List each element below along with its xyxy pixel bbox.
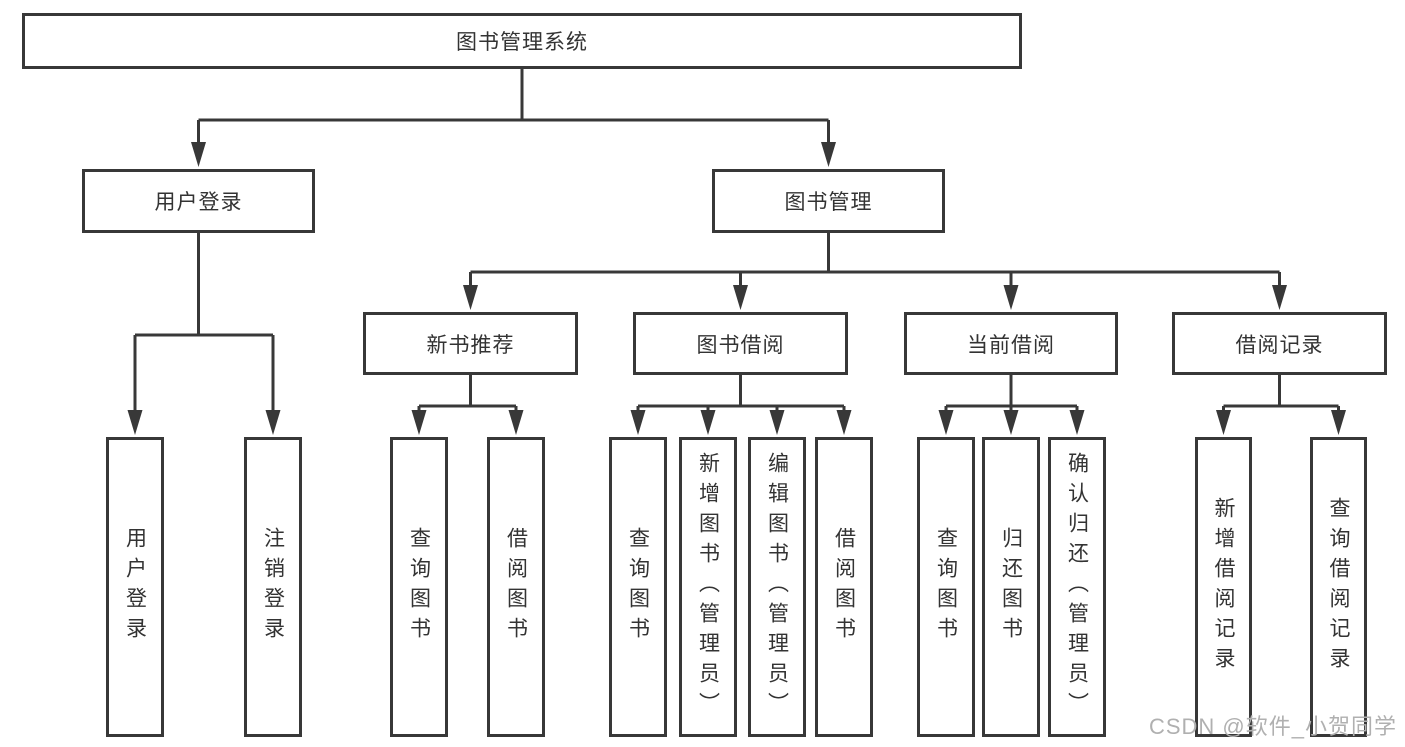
leaf-query-books-current: 查询图书	[917, 437, 975, 737]
leaf-label: 查询图书	[934, 527, 958, 647]
leaf-query-borrow-record: 查询借阅记录	[1310, 437, 1367, 737]
leaf-query-books-recommend: 查询图书	[390, 437, 448, 737]
leaf-query-books-borrowing: 查询图书	[609, 437, 667, 737]
node-label: 新书推荐	[426, 333, 515, 357]
leaf-confirm-return-admin: 确认归还（管理员）	[1048, 437, 1106, 737]
arrowheads	[127, 142, 1346, 435]
node-library-management-system: 图书管理系统	[22, 13, 1022, 69]
leaf-label: 编辑图书（管理员）	[765, 452, 789, 722]
leaf-label: 新增图书（管理员）	[696, 452, 720, 722]
node-label: 当前借阅	[967, 333, 1055, 357]
leaf-label: 查询图书	[626, 527, 650, 647]
node-current-borrowing: 当前借阅	[904, 312, 1118, 375]
node-book-management: 图书管理	[712, 169, 945, 233]
leaf-label: 新增借阅记录	[1212, 497, 1235, 677]
leaf-label: 确认归还（管理员）	[1065, 452, 1089, 722]
node-user-login: 用户登录	[82, 169, 315, 233]
node-label: 图书管理	[784, 191, 873, 214]
leaf-logout: 注销登录	[244, 437, 302, 737]
leaf-label: 查询借阅记录	[1327, 497, 1350, 677]
node-label: 用户登录	[154, 191, 243, 214]
leaf-borrow-books-borrowing: 借阅图书	[815, 437, 873, 737]
node-new-book-recommendation: 新书推荐	[363, 312, 578, 375]
node-book-borrowing: 图书借阅	[633, 312, 848, 375]
leaf-return-books: 归还图书	[982, 437, 1040, 737]
node-label: 图书借阅	[696, 333, 785, 357]
watermark: CSDN @软件_小贺同学	[1148, 714, 1397, 739]
leaf-label: 借阅图书	[504, 527, 528, 647]
node-label: 图书管理系统	[456, 31, 588, 54]
leaf-edit-book-admin: 编辑图书（管理员）	[748, 437, 806, 737]
leaf-add-book-admin: 新增图书（管理员）	[679, 437, 737, 737]
leaf-label: 注销登录	[261, 527, 285, 647]
node-borrowing-records: 借阅记录	[1172, 312, 1387, 375]
leaf-add-borrow-record: 新增借阅记录	[1195, 437, 1252, 737]
leaf-user-login: 用户登录	[106, 437, 164, 737]
leaf-label: 查询图书	[407, 527, 431, 647]
leaf-borrow-books-recommend: 借阅图书	[487, 437, 545, 737]
leaf-label: 借阅图书	[832, 527, 856, 647]
leaf-label: 用户登录	[123, 527, 147, 647]
node-label: 借阅记录	[1235, 333, 1324, 357]
leaf-label: 归还图书	[999, 527, 1023, 647]
